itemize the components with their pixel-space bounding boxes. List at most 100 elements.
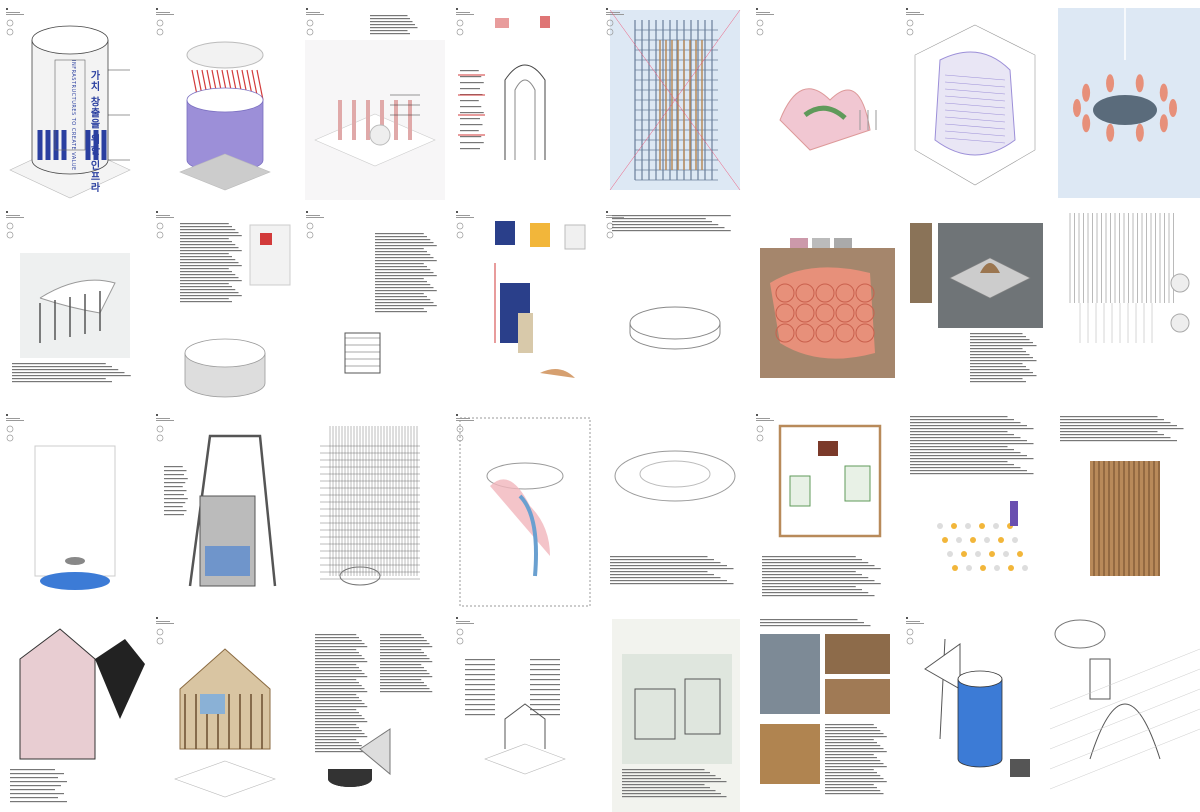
- text-block: [164, 466, 188, 516]
- page-drawing: [612, 619, 740, 812]
- page-thumbnail[interactable]: [1050, 406, 1200, 609]
- page-header-mark: [6, 414, 24, 442]
- text-block: [370, 15, 418, 35]
- page-header-mark: [306, 8, 324, 36]
- page-drawing: [6, 414, 116, 590]
- text-block: [315, 634, 368, 753]
- page-header-mark: [156, 414, 174, 442]
- text-block: [180, 223, 242, 303]
- page-thumbnail[interactable]: [600, 203, 750, 406]
- page-thumbnail[interactable]: [150, 0, 300, 203]
- page-thumbnail[interactable]: [0, 203, 150, 406]
- page-drawing: [910, 223, 1043, 383]
- page-drawing: [606, 211, 731, 350]
- page-thumbnail[interactable]: [150, 609, 300, 812]
- page-thumbnail[interactable]: [900, 203, 1050, 406]
- page-drawing: [906, 617, 1030, 777]
- text-block: [760, 619, 871, 627]
- page-drawing: [156, 8, 271, 191]
- page-thumbnail[interactable]: [450, 406, 600, 609]
- text-block: [1060, 416, 1184, 442]
- page-thumbnail[interactable]: [600, 406, 750, 609]
- text-block: [610, 556, 734, 585]
- page-header-mark: [456, 617, 474, 645]
- page-thumbnail[interactable]: [1050, 203, 1200, 406]
- page-header-mark: [906, 8, 924, 36]
- text-block: [12, 363, 131, 383]
- page-thumbnail[interactable]: [750, 609, 900, 812]
- text-block: [375, 233, 437, 313]
- page-drawing: [156, 211, 291, 398]
- page-thumbnail[interactable]: [300, 609, 450, 812]
- page-thumbnail[interactable]: [600, 609, 750, 812]
- page-thumbnail[interactable]: [300, 203, 450, 406]
- page-header-mark: [456, 211, 474, 239]
- page-thumbnail[interactable]: [750, 406, 900, 609]
- page-thumbnail[interactable]: [1050, 0, 1200, 203]
- page-drawing: [456, 617, 566, 775]
- page-thumbnail[interactable]: [1050, 609, 1200, 812]
- text-block: [970, 333, 1037, 383]
- page-thumbnail[interactable]: [300, 406, 450, 609]
- page-drawing: [1060, 416, 1184, 576]
- page-header-mark: [306, 211, 324, 239]
- page-drawing: [315, 634, 433, 787]
- page-drawing: [156, 414, 277, 587]
- page-drawing: [156, 617, 276, 798]
- page-thumbnail[interactable]: [900, 609, 1050, 812]
- page-drawing: [456, 414, 591, 607]
- text-block: [530, 659, 560, 716]
- page-drawing: [1058, 8, 1200, 198]
- page-drawing: [10, 628, 145, 803]
- page-thumbnail[interactable]: [0, 406, 150, 609]
- page-drawing: [906, 8, 1036, 186]
- text-block: [622, 769, 727, 798]
- page-drawing: [756, 414, 882, 597]
- page-header-mark: [756, 8, 774, 36]
- text-block: [910, 416, 1034, 475]
- page-header-mark: [906, 617, 924, 645]
- page-drawing: [306, 211, 437, 374]
- page-thumbnail[interactable]: [450, 0, 600, 203]
- page-header-mark: [156, 617, 174, 645]
- page-thumbnail[interactable]: [0, 0, 150, 203]
- page-thumbnail[interactable]: [150, 203, 300, 406]
- page-thumbnail[interactable]: [750, 0, 900, 203]
- text-block: [465, 659, 495, 716]
- page-drawing: [760, 619, 890, 795]
- text-block: [762, 556, 881, 597]
- page-header-mark: [156, 211, 174, 239]
- page-drawing: [320, 426, 420, 586]
- page-drawing: [610, 450, 736, 585]
- page-thumbnail[interactable]: [900, 406, 1050, 609]
- page-header-mark: [456, 8, 474, 36]
- page-drawing: [1050, 619, 1200, 790]
- page-header-mark: [756, 414, 774, 442]
- page-thumbnail[interactable]: [450, 203, 600, 406]
- page-header-mark: [606, 8, 624, 36]
- text-block: [380, 634, 433, 693]
- page-thumbnail[interactable]: [450, 609, 600, 812]
- cover-korean-title: 가치 창출을 위한 인프라: [88, 70, 99, 194]
- page-drawing: [1069, 213, 1190, 343]
- page-drawing: [456, 8, 550, 160]
- page-header-mark: [6, 211, 24, 239]
- page-thumbnail[interactable]: [600, 0, 750, 203]
- page-drawing: [760, 238, 895, 378]
- page-thumbnail[interactable]: [0, 609, 150, 812]
- page-thumbnail[interactable]: [750, 203, 900, 406]
- page-header-mark: [156, 8, 174, 36]
- page-drawing: [456, 211, 586, 378]
- page-thumbnail[interactable]: [150, 406, 300, 609]
- page-thumbnail[interactable]: [900, 0, 1050, 203]
- text-block: [10, 769, 67, 803]
- page-thumbnail[interactable]: [300, 0, 450, 203]
- page-drawing: [6, 8, 131, 199]
- page-drawing: [910, 416, 1034, 571]
- page-header-mark: [6, 8, 24, 36]
- cover-english-title: INFRASTRUCTURES TO CREATE VALUE: [70, 60, 76, 171]
- page-drawing: [606, 8, 741, 191]
- text-block: [612, 215, 731, 232]
- page-drawing: [305, 8, 445, 200]
- text-block: [460, 70, 484, 150]
